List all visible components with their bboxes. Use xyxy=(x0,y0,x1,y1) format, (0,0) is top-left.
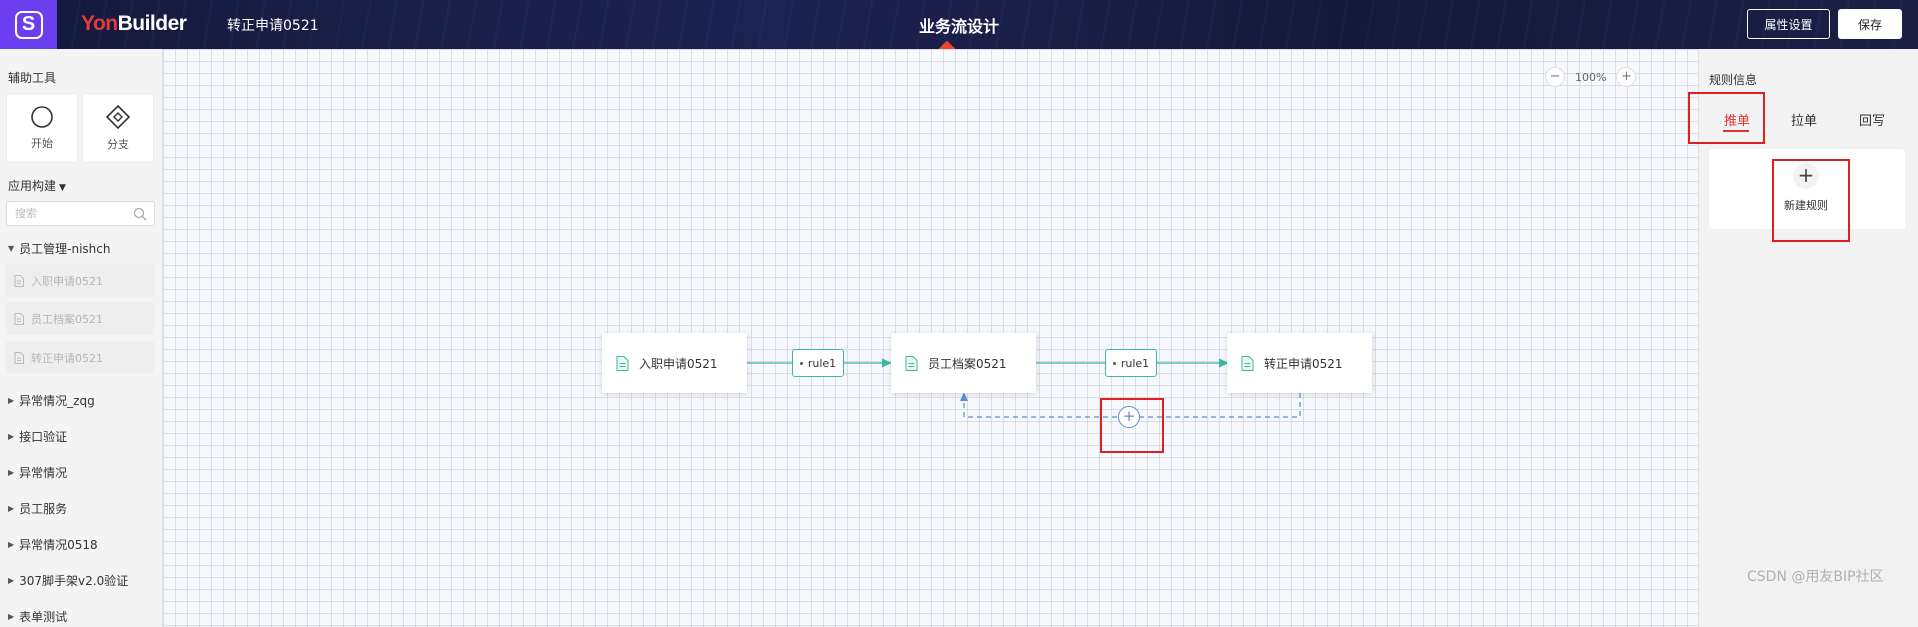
new-rule-label: 新建规则 xyxy=(1784,199,1828,212)
tool-start-label: 开始 xyxy=(31,137,53,150)
plus-icon: + xyxy=(1793,163,1819,189)
tree-group[interactable]: ▶异常情况_zqg xyxy=(8,394,95,408)
dot-icon xyxy=(1112,361,1116,365)
tab-pull[interactable]: 拉单 xyxy=(1791,114,1818,129)
tree-item-regularization[interactable]: 转正申请0521 xyxy=(6,341,154,374)
caret-right-icon: ▶ xyxy=(8,468,15,477)
zoom-in-button[interactable]: + xyxy=(1616,67,1637,87)
search-input[interactable] xyxy=(7,202,127,225)
active-tab-indicator xyxy=(1723,130,1749,132)
tool-start[interactable]: 开始 xyxy=(6,93,78,163)
document-icon xyxy=(14,274,24,287)
caret-right-icon: ▶ xyxy=(8,396,15,405)
zoom-control: − 100% + xyxy=(1545,67,1637,87)
tree-group[interactable]: ▶307脚手架v2.0验证 xyxy=(8,574,129,588)
property-settings-button[interactable]: 属性设置 xyxy=(1747,9,1830,39)
left-sidebar: 辅助工具 开始 分支 应用构建▼ ▼员工管理-nishch 入职申请0521 员… xyxy=(0,49,163,627)
rule-tag[interactable]: rule1 xyxy=(792,349,844,377)
caret-right-icon: ▶ xyxy=(8,576,15,585)
document-icon xyxy=(1241,355,1254,371)
caret-down-icon: ▼ xyxy=(59,183,66,193)
tree-group-expanded[interactable]: ▼员工管理-nishch xyxy=(8,242,111,256)
arrow-right-icon xyxy=(882,358,892,368)
document-icon xyxy=(905,355,918,371)
brand-name: YonBuilder xyxy=(81,12,187,35)
arrow-right-icon xyxy=(1219,358,1229,368)
caret-right-icon: ▶ xyxy=(8,504,15,513)
document-icon xyxy=(14,312,24,325)
rule-label: rule1 xyxy=(807,356,837,370)
tree-group[interactable]: ▶员工服务 xyxy=(8,502,68,516)
document-icon xyxy=(616,355,629,371)
zoom-level: 100% xyxy=(1575,70,1607,84)
circle-start-icon xyxy=(31,106,53,128)
tab-push[interactable]: 推单 xyxy=(1724,114,1751,129)
search-box xyxy=(6,201,155,226)
add-writeback-button[interactable]: + xyxy=(1118,406,1140,428)
app-logo[interactable]: S xyxy=(0,0,57,49)
save-button[interactable]: 保存 xyxy=(1838,9,1902,39)
search-icon[interactable] xyxy=(133,207,147,221)
tab-writeback[interactable]: 回写 xyxy=(1859,114,1886,129)
tool-branch-label: 分支 xyxy=(107,138,129,151)
tool-branch[interactable]: 分支 xyxy=(82,93,154,163)
document-icon xyxy=(14,351,24,364)
rule-info-title: 规则信息 xyxy=(1709,73,1758,87)
caret-right-icon: ▶ xyxy=(8,540,15,549)
arrow-up-icon xyxy=(960,392,968,401)
flow-node-regularization[interactable]: 转正申请0521 xyxy=(1227,333,1372,393)
logo-icon: S xyxy=(14,10,43,39)
top-header: S YonBuilder 转正申请0521 业务流设计 属性设置 保存 xyxy=(0,0,1918,49)
flow-node-employee-file[interactable]: 员工档案0521 xyxy=(891,333,1036,393)
tree-group[interactable]: ▶异常情况0518 xyxy=(8,538,98,552)
flow-canvas[interactable]: − 100% + 入职申请0521 rule1 员工档案0521 rule1 转… xyxy=(163,49,1698,627)
tree-group[interactable]: ▶异常情况 xyxy=(8,466,68,480)
zoom-out-button[interactable]: − xyxy=(1545,67,1565,87)
rule-card: + 新建规则 xyxy=(1709,149,1905,229)
tree-item-onboarding[interactable]: 入职申请0521 xyxy=(6,264,154,297)
tools-title: 辅助工具 xyxy=(8,71,57,85)
flow-node-onboarding[interactable]: 入职申请0521 xyxy=(602,333,747,393)
app-build-label: 应用构建 xyxy=(8,179,57,193)
tree-group[interactable]: ▶接口验证 xyxy=(8,430,68,444)
right-panel: 规则信息 推单 拉单 回写 + 新建规则 xyxy=(1698,49,1918,627)
dot-icon xyxy=(799,361,803,365)
watermark: CSDN @用友BIP社区 xyxy=(1747,569,1884,585)
new-rule-button[interactable]: + 新建规则 xyxy=(1775,163,1837,213)
app-build-dropdown[interactable]: 应用构建▼ xyxy=(8,177,66,194)
tree-item-employee-file[interactable]: 员工档案0521 xyxy=(6,302,154,335)
diamond-branch-icon xyxy=(105,104,131,130)
flow-node-label: 转正申请0521 xyxy=(1264,356,1343,371)
caret-down-icon: ▼ xyxy=(8,244,15,253)
flow-connectors xyxy=(747,358,1301,418)
caret-right-icon: ▶ xyxy=(8,612,15,621)
caret-right-icon: ▶ xyxy=(8,432,15,441)
flow-node-label: 入职申请0521 xyxy=(639,356,718,371)
page-title: 业务流设计 xyxy=(918,17,999,36)
rule-tag[interactable]: rule1 xyxy=(1105,349,1157,377)
tree-group[interactable]: ▶表单测试 xyxy=(8,610,68,624)
rule-label: rule1 xyxy=(1120,356,1150,370)
flow-node-label: 员工档案0521 xyxy=(928,356,1007,371)
document-title: 转正申请0521 xyxy=(227,18,319,34)
